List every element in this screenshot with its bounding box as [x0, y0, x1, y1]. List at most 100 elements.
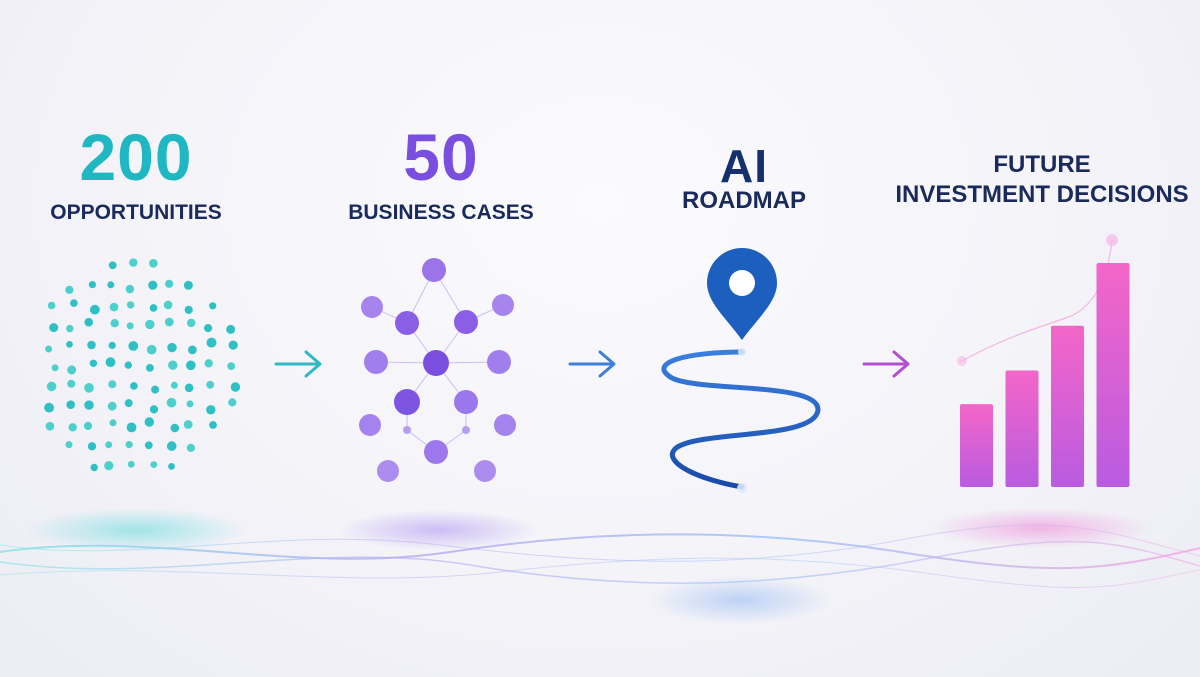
- network-node: [361, 296, 383, 318]
- cloud-dot: [127, 460, 135, 468]
- cloud-dot: [146, 364, 154, 372]
- network-cluster-icon: [359, 258, 516, 482]
- cloud-dot: [65, 441, 73, 449]
- future-label-line-2: INVESTMENT DECISIONS: [895, 181, 1189, 208]
- network-node: [454, 390, 478, 414]
- dot-cloud-icon: [44, 258, 241, 472]
- cloud-dot: [149, 405, 159, 414]
- roadmap-title: AI: [720, 140, 768, 192]
- cloud-dot: [228, 398, 237, 407]
- cloud-dot: [88, 281, 96, 289]
- network-node: [494, 414, 516, 436]
- cloud-dot: [68, 423, 77, 432]
- growth-bar: [1051, 325, 1084, 487]
- network-nodes: [359, 258, 516, 482]
- cloud-dot: [67, 365, 77, 375]
- cloud-dot: [83, 421, 93, 430]
- cloud-dot: [165, 279, 174, 288]
- cloud-dot: [168, 360, 178, 370]
- cloud-dot: [125, 284, 135, 294]
- cloud-dot: [144, 441, 153, 450]
- cloud-dot: [183, 280, 193, 290]
- cloud-dot: [110, 319, 119, 328]
- cloud-dot: [150, 461, 158, 468]
- cloud-dot: [125, 441, 133, 449]
- network-node: [377, 460, 399, 482]
- network-node: [454, 310, 478, 334]
- cloud-dot: [144, 417, 154, 427]
- roadmap-label: ROADMAP: [682, 187, 806, 214]
- trend-line: [959, 239, 1113, 363]
- network-node: [422, 258, 446, 282]
- cloud-dot: [206, 337, 217, 348]
- growth-bar: [960, 404, 993, 487]
- cloud-dot: [146, 344, 157, 355]
- cloud-dot: [126, 301, 135, 309]
- cloud-dot: [230, 382, 241, 392]
- cloud-dot: [47, 301, 56, 310]
- cloud-dot: [66, 324, 74, 333]
- cloud-dot: [149, 304, 158, 312]
- cloud-dot: [70, 299, 78, 307]
- cloud-dot: [66, 341, 73, 348]
- cloud-dot: [186, 400, 194, 408]
- map-pin-path-icon: [661, 248, 821, 493]
- cloud-dot: [104, 461, 114, 471]
- cloud-dot: [204, 359, 213, 368]
- network-node: [474, 460, 496, 482]
- opportunities-count: 200: [79, 120, 193, 194]
- glow-pink: [930, 508, 1150, 548]
- path-glow-top: [738, 348, 746, 356]
- glow-blue: [650, 576, 830, 624]
- network-node: [364, 350, 388, 374]
- network-node: [492, 294, 514, 316]
- arrow-roadmap-to-future: [862, 350, 910, 378]
- cloud-dot: [66, 400, 75, 410]
- cloud-dot: [209, 302, 217, 310]
- cloud-dot: [227, 362, 236, 370]
- cloud-dot: [170, 381, 178, 389]
- cloud-dot: [45, 345, 53, 353]
- cloud-dot: [89, 359, 98, 367]
- cloud-dot: [49, 323, 59, 333]
- cloud-dot: [87, 442, 97, 451]
- cloud-dot: [148, 280, 158, 290]
- cloud-dot: [184, 305, 193, 314]
- cloud-dot: [187, 318, 196, 328]
- cloud-dot: [108, 380, 117, 389]
- cloud-dot: [90, 463, 98, 472]
- trend-glow: [1106, 234, 1118, 246]
- bars-group: [960, 263, 1130, 487]
- future-label: FUTURE INVESTMENT DECISIONS: [895, 150, 1188, 210]
- cloud-dot: [145, 319, 155, 330]
- business-cases-count: 50: [403, 120, 479, 194]
- cloud-dot: [90, 304, 100, 315]
- cloud-dot: [105, 441, 113, 449]
- cloud-dot: [130, 382, 138, 390]
- cloud-dot: [163, 300, 173, 310]
- rising-bar-chart-icon: [957, 234, 1130, 487]
- network-node: [394, 389, 420, 415]
- opportunities-label: OPPORTUNITIES: [50, 201, 222, 224]
- cloud-dot: [151, 385, 160, 394]
- cloud-dot: [228, 340, 238, 350]
- cloud-dot: [126, 322, 134, 330]
- cloud-dot: [184, 383, 194, 393]
- arrow-business-cases-to-roadmap: [568, 350, 616, 378]
- cloud-dot: [109, 419, 117, 427]
- cloud-dot: [51, 364, 59, 372]
- network-node: [395, 311, 419, 335]
- growth-bar: [1005, 370, 1039, 487]
- light-wave-lines: [0, 524, 1200, 588]
- cloud-dot: [46, 381, 57, 392]
- cloud-dot: [126, 422, 137, 433]
- cloud-dot: [108, 261, 117, 270]
- network-node: [462, 426, 470, 434]
- arrow-opportunities-to-business-cases: [274, 350, 322, 378]
- cloud-dot: [108, 341, 116, 349]
- cloud-dot: [206, 380, 215, 389]
- cloud-dot: [183, 420, 193, 429]
